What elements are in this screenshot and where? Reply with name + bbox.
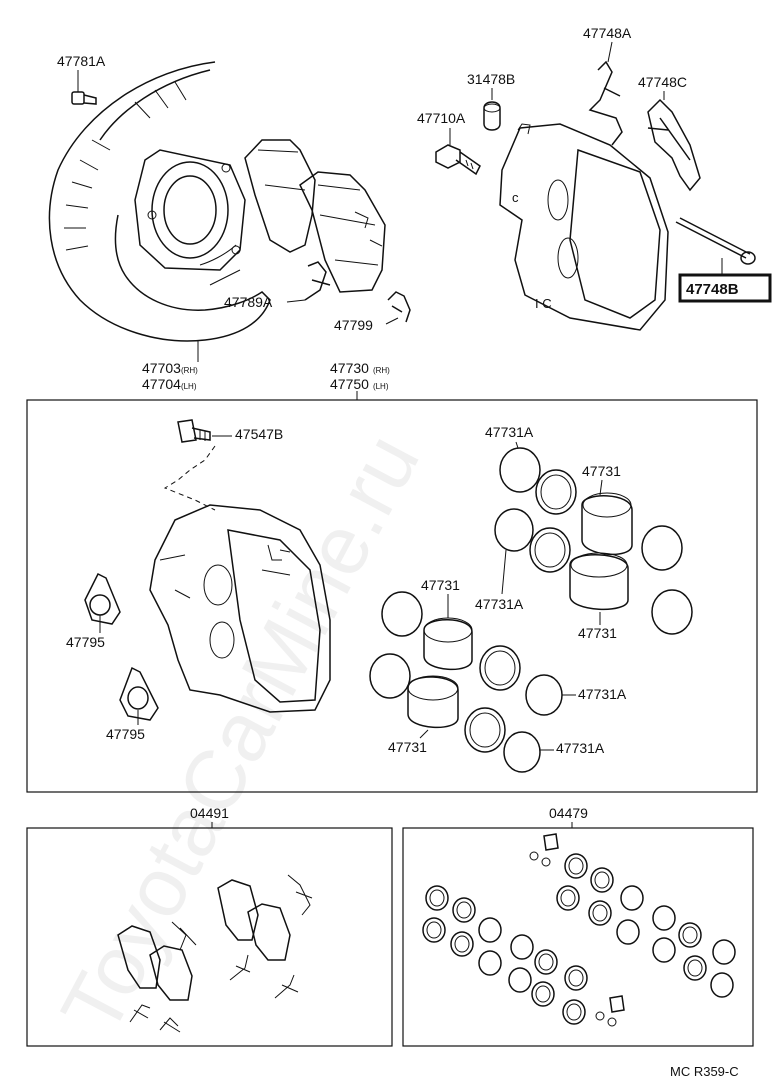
label-47547B: 47547B <box>235 426 283 442</box>
label-47731A-bottom: 47731A <box>556 740 605 756</box>
kit-box-04479 <box>402 827 754 1047</box>
footer-code: MC R359-C <box>670 1064 739 1079</box>
boot-47795-top <box>84 572 121 625</box>
label-47795-top: 47795 <box>66 634 105 650</box>
disc-dust-cover <box>48 61 271 342</box>
label-04491: 04491 <box>190 805 229 821</box>
label-47731A-lowright: 47731A <box>578 686 627 702</box>
label-47731-left: 47731 <box>421 577 460 593</box>
caliper-assembly-top: c I C <box>499 123 669 331</box>
highlight-box-47748B <box>678 273 772 303</box>
label-47703: 47703(RH) <box>142 360 198 376</box>
kit-box-04491 <box>26 827 393 1047</box>
label-04479: 04479 <box>549 805 588 821</box>
label-47710A: 47710A <box>417 110 466 126</box>
label-47704: 47704(LH) <box>142 376 197 392</box>
label-47731A-mid: 47731A <box>475 596 524 612</box>
boot-47795-bottom <box>119 666 159 721</box>
clip-47799 <box>387 291 411 323</box>
label-47781A: 47781A <box>57 53 106 69</box>
label-47731-right: 47731 <box>578 625 617 641</box>
caliper-marking-c: c <box>512 190 519 205</box>
caliper-body <box>149 504 331 713</box>
label-47799: 47799 <box>334 317 373 333</box>
label-47750: 47750(LH) <box>330 376 389 392</box>
label-47748A: 47748A <box>583 25 632 41</box>
pin-47748B <box>675 217 756 265</box>
bolt-47710A <box>435 144 481 176</box>
bleeder-plug-31478B <box>483 101 501 131</box>
label-47731-bottom: 47731 <box>388 739 427 755</box>
brake-pads <box>244 139 386 293</box>
anti-squeal-spring-47789A <box>304 261 331 301</box>
label-31478B: 31478B <box>467 71 515 87</box>
label-47795-bottom: 47795 <box>106 726 145 742</box>
label-47730: 47730(RH) <box>330 360 390 376</box>
caliper-marking-lc: I C <box>535 296 552 311</box>
caliper-assembly-box <box>26 399 758 793</box>
bolt-47781A <box>71 91 97 105</box>
label-47731-topright: 47731 <box>582 463 621 479</box>
spring-47748A <box>588 60 623 146</box>
pad-kit-04491-parts <box>117 874 313 1033</box>
label-47789A: 47789A <box>224 294 273 310</box>
label-47748C: 47748C <box>638 74 687 90</box>
label-47731A-top: 47731A <box>485 424 534 440</box>
label-47748B: 47748B <box>686 281 739 298</box>
spring-clip-47748C <box>647 98 701 192</box>
watermark: ToyotaCarMine.ru <box>43 419 437 1048</box>
bleeder-plug-47547B <box>177 419 211 443</box>
seal-kit-04479-parts <box>422 833 736 1027</box>
